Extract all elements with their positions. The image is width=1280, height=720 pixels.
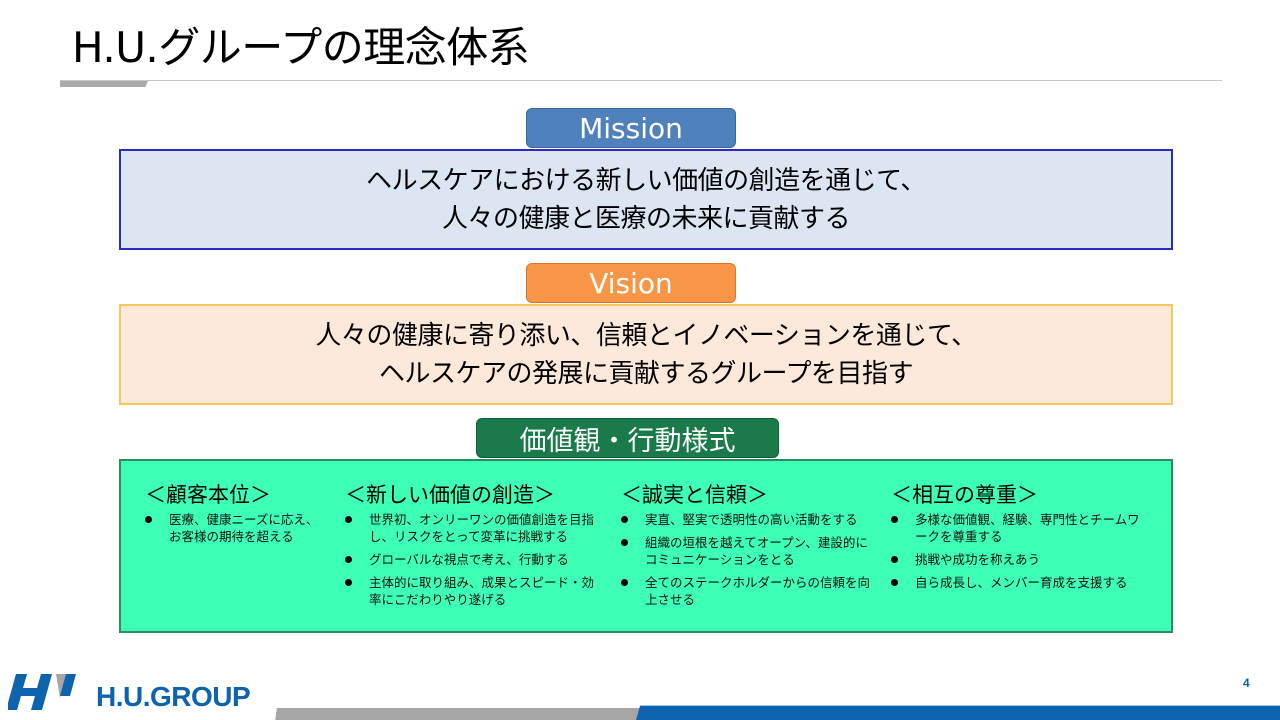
vision-line-2: ヘルスケアの発展に貢献するグループを目指す: [379, 358, 913, 389]
bullet-list: 実直、堅実で透明性の高い活動をする 組織の垣根を越えてオープン、建設的にコミュニ…: [621, 511, 876, 608]
bullet-list: 世界初、オンリーワンの価値創造を目指し、リスクをとって変革に挑戦する グローバル…: [345, 511, 600, 608]
vision-panel: 人々の健康に寄り添い、信頼とイノベーションを通じて、 ヘルスケアの発展に貢献する…: [119, 304, 1173, 405]
title-divider: [60, 80, 1222, 81]
values-column-customer: ＜顧客本位＞ 医療、健康ニーズに応え、お客様の期待を超える: [145, 481, 320, 551]
mission-line-1: ヘルスケアにおける新しい価値の創造を通じて、: [366, 165, 926, 196]
logo-text: H.U.GROUP: [96, 681, 251, 712]
list-item: 多様な価値観、経験、専門性とチームワークを尊重する: [891, 511, 1151, 545]
column-heading: ＜誠実と信頼＞: [621, 483, 768, 507]
slide-title: H.U.グループの理念体系: [72, 23, 530, 72]
values-column-respect: ＜相互の尊重＞ 多様な価値観、経験、専門性とチームワークを尊重する 挑戦や成功を…: [891, 481, 1151, 597]
values-panel: ＜顧客本位＞ 医療、健康ニーズに応え、お客様の期待を超える ＜新しい価値の創造＞…: [119, 459, 1173, 633]
vision-line-1: 人々の健康に寄り添い、信頼とイノベーションを通じて、: [315, 320, 977, 351]
footer-blue-bar: [636, 706, 1280, 720]
logo-backdrop: [0, 700, 278, 720]
list-item: グローバルな視点で考え、行動する: [345, 551, 600, 568]
column-heading: ＜新しい価値の創造＞: [345, 483, 555, 507]
mission-panel: ヘルスケアにおける新しい価値の創造を通じて、 人々の健康と医療の未来に貢献する: [119, 149, 1173, 250]
list-item: 組織の垣根を越えてオープン、建設的にコミュニケーションをとる: [621, 534, 876, 568]
bullet-list: 医療、健康ニーズに応え、お客様の期待を超える: [145, 511, 320, 545]
footer-blue-line: [640, 705, 1280, 706]
column-heading: ＜相互の尊重＞: [891, 483, 1038, 507]
column-heading: ＜顧客本位＞: [145, 483, 271, 507]
hu-logo-icon: [8, 674, 76, 710]
list-item: 自ら成長し、メンバー育成を支援する: [891, 574, 1151, 591]
page-number: 4: [1243, 676, 1250, 690]
bullet-list: 多様な価値観、経験、専門性とチームワークを尊重する 挑戦や成功を称えあう 自ら成…: [891, 511, 1151, 591]
list-item: 実直、堅実で透明性の高い活動をする: [621, 511, 876, 528]
list-item: 挑戦や成功を称えあう: [891, 551, 1151, 568]
mission-tag: Mission: [526, 108, 736, 148]
mission-line-2: 人々の健康と医療の未来に貢献する: [441, 203, 851, 234]
values-column-new-value: ＜新しい価値の創造＞ 世界初、オンリーワンの価値創造を目指し、リスクをとって変革…: [345, 481, 600, 614]
list-item: 世界初、オンリーワンの価値創造を目指し、リスクをとって変革に挑戦する: [345, 511, 600, 545]
list-item: 医療、健康ニーズに応え、お客様の期待を超える: [145, 511, 320, 545]
list-item: 主体的に取り組み、成果とスピード・効率にこだわりやり遂げる: [345, 574, 600, 608]
vision-tag: Vision: [526, 263, 736, 303]
values-column-integrity: ＜誠実と信頼＞ 実直、堅実で透明性の高い活動をする 組織の垣根を越えてオープン、…: [621, 481, 876, 614]
list-item: 全てのステークホルダーからの信頼を向上させる: [621, 574, 876, 608]
title-accent-bar: [60, 81, 148, 87]
values-tag: 価値観・行動様式: [476, 418, 779, 458]
